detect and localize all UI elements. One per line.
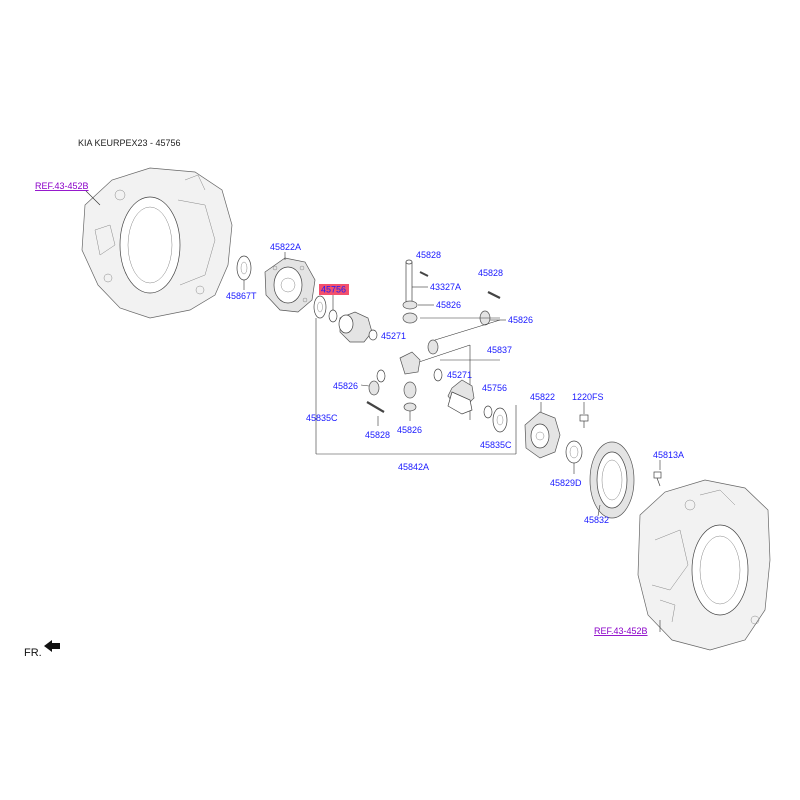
label-1220FS[interactable]: 1220FS xyxy=(572,392,604,402)
label-45826-bottom[interactable]: 45826 xyxy=(397,425,422,435)
label-45832[interactable]: 45832 xyxy=(584,515,609,525)
label-45756-right[interactable]: 45756 xyxy=(482,383,507,393)
label-45842A[interactable]: 45842A xyxy=(398,462,429,472)
label-45271-b[interactable]: 45271 xyxy=(447,370,472,380)
transmission-housing-right xyxy=(637,479,771,651)
side-gear-45271-a xyxy=(338,311,378,343)
pin-45828-bottom xyxy=(366,401,385,413)
snap-ring-45756-right xyxy=(483,405,493,419)
pinion-gear-45826-bottom xyxy=(403,381,417,412)
thrust-washer-right xyxy=(492,407,508,433)
label-45822[interactable]: 45822 xyxy=(530,392,555,402)
bolt-1220FS xyxy=(579,414,589,428)
label-45813A[interactable]: 45813A xyxy=(653,450,684,460)
label-45828-bottom[interactable]: 45828 xyxy=(365,430,390,440)
label-45835C-right[interactable]: 45835C xyxy=(480,440,512,450)
washer-45867T xyxy=(236,255,252,281)
diagram-title: KIA KEURPEX23 - 45756 xyxy=(78,138,181,148)
differential-case-45822A xyxy=(264,257,316,313)
highlight-box-45756 xyxy=(319,284,349,295)
label-45835C-left[interactable]: 45835C xyxy=(306,413,338,423)
ring-gear-45832 xyxy=(589,441,635,519)
group-bracket-45842A xyxy=(315,318,517,455)
pinion-gear-45826-top xyxy=(402,300,418,324)
side-gear-45271-b xyxy=(433,368,475,415)
label-45828-top[interactable]: 45828 xyxy=(416,250,441,260)
ref-link-top-left[interactable]: REF.43-452B xyxy=(35,181,89,191)
label-45828-right[interactable]: 45828 xyxy=(478,268,503,278)
ref-leader-top-left xyxy=(85,190,101,206)
snap-ring-45756 xyxy=(328,309,338,323)
pinion-gear-45826-left xyxy=(368,369,386,396)
bearing-45829D xyxy=(565,440,583,464)
arrow-icon xyxy=(44,640,60,652)
label-45867T[interactable]: 45867T xyxy=(226,291,257,301)
pinion-shaft-43327A xyxy=(405,259,413,303)
pin-45828-top xyxy=(419,271,429,277)
label-45826-right[interactable]: 45826 xyxy=(508,315,533,325)
bolt-45813A xyxy=(653,471,662,487)
label-45826-top[interactable]: 45826 xyxy=(436,300,461,310)
washer-group-45837 xyxy=(399,317,501,420)
differential-case-45822 xyxy=(524,411,561,459)
label-43327A[interactable]: 43327A xyxy=(430,282,461,292)
label-45271-a[interactable]: 45271 xyxy=(381,331,406,341)
label-45822A[interactable]: 45822A xyxy=(270,242,301,252)
label-45756-highlighted[interactable]: 45756 xyxy=(321,285,346,295)
ref-link-bottom-right[interactable]: REF.43-452B xyxy=(594,626,648,636)
direction-label: FR. xyxy=(24,647,42,659)
label-45826-left[interactable]: 45826 xyxy=(333,381,358,391)
label-45829D[interactable]: 45829D xyxy=(550,478,582,488)
label-45837[interactable]: 45837 xyxy=(487,345,512,355)
transmission-housing-left xyxy=(81,167,233,319)
thrust-washer-left xyxy=(313,295,327,319)
pin-45828-right xyxy=(487,291,501,299)
